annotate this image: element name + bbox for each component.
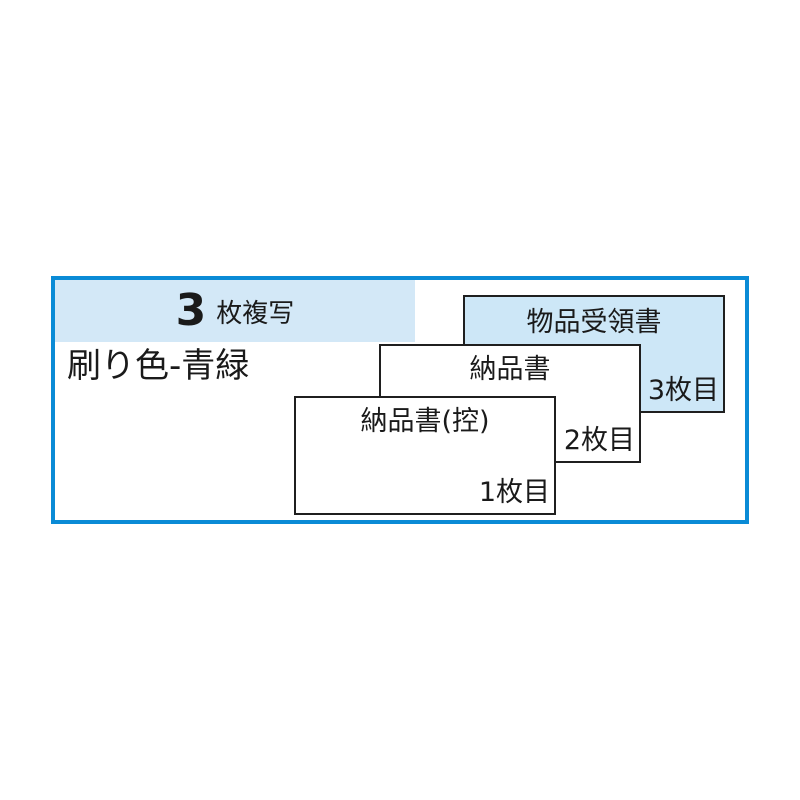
copy-count-label: 枚複写 [216, 299, 295, 329]
sheet-title: 物品受領書 [526, 307, 662, 338]
ink-color-label: 刷り色-青緑 [67, 346, 250, 386]
sheet-title: 納品書 [469, 354, 551, 385]
sheet-title: 納品書(控) [360, 406, 490, 437]
sheet-number: 1枚目 [478, 476, 550, 508]
sheet-card-1: 納品書(控) 1枚目 [294, 396, 556, 515]
sheet-number: 3枚目 [647, 374, 719, 406]
sheet-number: 2枚目 [563, 424, 635, 456]
copy-count-banner: 3 枚複写 [55, 280, 415, 342]
copy-count-number: 3 [175, 285, 207, 336]
product-spec-frame: 3 枚複写 刷り色-青緑 物品受領書 3枚目 納品書 2枚目 納品書(控) 1枚… [51, 276, 749, 524]
